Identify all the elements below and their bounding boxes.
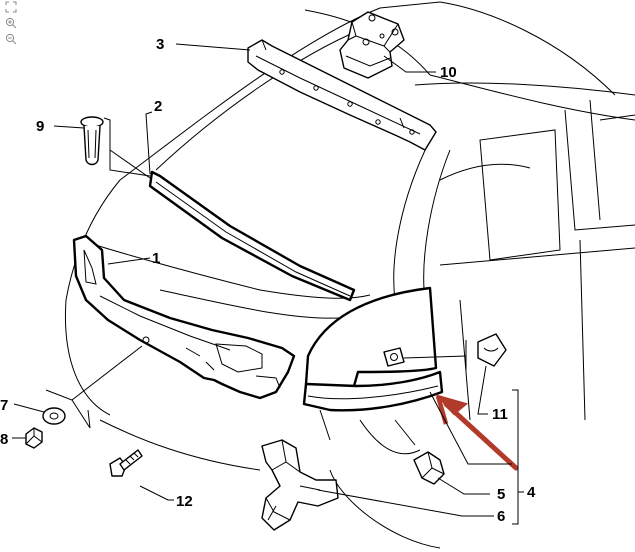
callout-1: 1	[152, 250, 160, 267]
part-7-washer[interactable]	[42, 407, 66, 425]
part-8-nut[interactable]	[25, 427, 43, 449]
zoom-out-icon[interactable]	[4, 33, 18, 47]
callout-12: 12	[176, 493, 193, 510]
callout-2: 2	[154, 98, 162, 115]
zoom-in-icon[interactable]	[4, 17, 18, 31]
callout-labels: 1 2 3 4 5 6 7 8 9 10 11 12	[0, 36, 536, 525]
part-4-fender-housing[interactable]	[302, 286, 444, 412]
part-12-bolt[interactable]	[109, 449, 143, 477]
callout-9: 9	[36, 118, 44, 135]
part-6-lower-bracket[interactable]	[261, 439, 339, 531]
fit-to-screen-icon[interactable]	[4, 1, 18, 15]
part-11-grommet[interactable]	[477, 333, 507, 367]
part-3-upper-crossmember[interactable]	[247, 39, 437, 151]
callout-10: 10	[440, 64, 457, 81]
callout-5: 5	[497, 486, 505, 503]
callout-4: 4	[527, 484, 536, 501]
callout-11: 11	[492, 406, 508, 423]
leader-lines	[12, 43, 524, 525]
part-9-clip[interactable]	[80, 116, 104, 166]
part-1-front-panel[interactable]	[72, 234, 296, 400]
callout-7: 7	[0, 397, 8, 414]
vehicle-body-outline	[64, 1, 635, 549]
part-5-small-bracket[interactable]	[413, 451, 445, 485]
callout-8: 8	[0, 431, 8, 448]
part-10-bracket[interactable]	[339, 11, 405, 79]
callout-3: 3	[156, 36, 164, 53]
callout-6: 6	[497, 508, 505, 525]
part-2-seal-strip[interactable]	[148, 170, 356, 302]
